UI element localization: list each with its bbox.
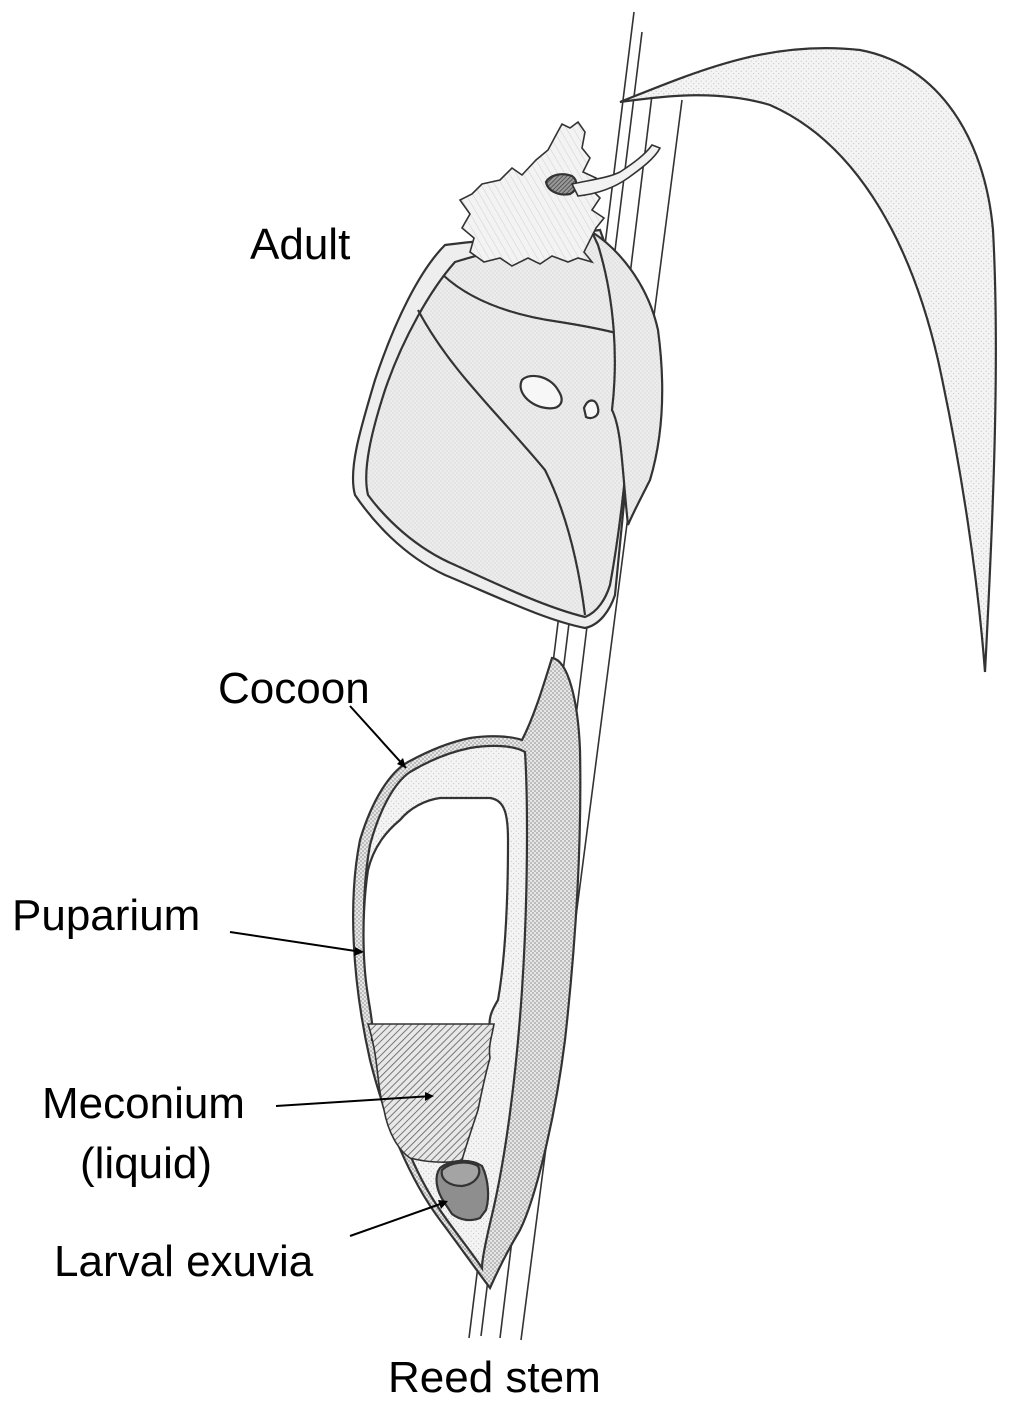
wing-spot-small: [584, 401, 598, 418]
puparium-interior: [364, 798, 509, 1040]
cocoon-pointer: [350, 706, 406, 768]
adult-wing-main: [366, 232, 636, 617]
exuvia-pointer: [350, 1202, 446, 1236]
puparium-pointer: [230, 932, 362, 952]
label-meconium: Meconium: [42, 1079, 245, 1128]
label-cocoon: Cocoon: [218, 664, 370, 713]
cocoon: [353, 658, 580, 1288]
label-larval-exuvia: Larval exuvia: [54, 1237, 314, 1286]
label-reed-stem: Reed stem: [388, 1353, 601, 1402]
label-puparium: Puparium: [12, 891, 200, 940]
adult-insect: [353, 122, 662, 628]
label-meconium-sub: (liquid): [80, 1139, 212, 1188]
label-adult: Adult: [250, 220, 350, 269]
larval-exuvia-cap: [442, 1163, 479, 1186]
